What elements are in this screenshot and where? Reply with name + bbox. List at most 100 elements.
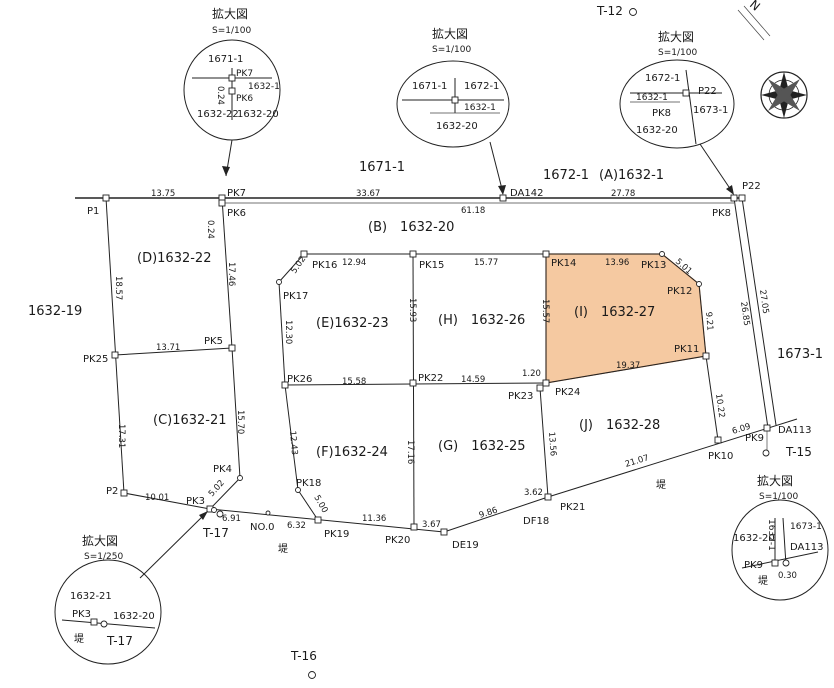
point-pk10: PK10 bbox=[708, 451, 733, 462]
dim-label: 14.59 bbox=[461, 375, 485, 385]
lot-c-label: (C)1632-21 bbox=[153, 413, 227, 428]
dim-label: 9.86 bbox=[478, 505, 499, 520]
lot-j-label: (J) 1632-28 bbox=[579, 418, 660, 433]
levee-label-south: 堤 bbox=[278, 543, 288, 555]
inset-pk8-lot-top: 1672-1 bbox=[645, 73, 680, 84]
point-markers bbox=[102, 194, 771, 536]
point-pk7: PK7 bbox=[227, 188, 246, 199]
dim-label: 5.00 bbox=[311, 494, 329, 515]
dim-label: 5.02 bbox=[289, 254, 308, 275]
point-pk6: PK6 bbox=[227, 208, 246, 219]
point-pk21: PK21 bbox=[560, 502, 585, 513]
lot-1672-1-label: 1672-1 bbox=[543, 168, 589, 183]
dim-label: 17.46 bbox=[226, 262, 236, 286]
point-pk12: PK12 bbox=[667, 286, 692, 297]
point-pk16: PK16 bbox=[312, 260, 337, 271]
inset-pk3-t17: T-17 bbox=[106, 634, 133, 648]
point-pk25: PK25 bbox=[83, 354, 108, 365]
dim-label: 27.78 bbox=[611, 189, 635, 199]
inset-pk7-pk7: PK7 bbox=[236, 69, 253, 79]
lot-1673-1-label: 1673-1 bbox=[777, 347, 823, 362]
dim-label: 6.32 bbox=[287, 521, 306, 531]
point-pk22: PK22 bbox=[418, 373, 443, 384]
point-pk8: PK8 bbox=[712, 208, 731, 219]
point-pk26: PK26 bbox=[287, 374, 312, 385]
point-pk3: PK3 bbox=[186, 496, 205, 507]
dim-label: 61.18 bbox=[461, 206, 485, 216]
lot-d-label: (D)1632-22 bbox=[137, 251, 211, 266]
point-pk17: PK17 bbox=[283, 291, 308, 302]
inset-pk9-scale: S=1/100 bbox=[759, 492, 798, 502]
dim-label: 10.22 bbox=[713, 393, 726, 418]
dim-label: 27.05 bbox=[757, 289, 770, 314]
lot-a-label: (A)1632-1 bbox=[599, 168, 664, 183]
inset-pk7-pk6: PK6 bbox=[236, 94, 253, 104]
dimension-labels: 13.75 33.67 61.18 27.78 0.24 18.57 17.46… bbox=[113, 189, 770, 531]
dim-label: 15.77 bbox=[474, 258, 498, 268]
dim-label: 5.02 bbox=[207, 478, 227, 499]
dim-label: 15.58 bbox=[342, 377, 366, 387]
point-da113: DA113 bbox=[778, 425, 811, 436]
lot-b-label: (B) 1632-20 bbox=[368, 220, 454, 235]
point-p1: P1 bbox=[87, 206, 99, 217]
inset-pk9-ref: 1632-1 bbox=[766, 519, 776, 551]
inset-pk9-levee: 堤 bbox=[758, 575, 768, 587]
lot-labels: (A)1632-1 (B) 1632-20 (C)1632-21 (D)1632… bbox=[28, 160, 823, 460]
inset-pk7-lot-right: 1632-20 bbox=[237, 109, 279, 120]
point-df18: DF18 bbox=[523, 516, 549, 527]
inset-da142-lot-bottom: 1632-20 bbox=[436, 121, 478, 132]
north-letter: N bbox=[747, 0, 763, 14]
lot-g-label: (G) 1632-25 bbox=[438, 439, 526, 454]
inset-pk9-lot-left: 1632-20 bbox=[733, 533, 775, 544]
dim-label: 9.21 bbox=[703, 311, 715, 331]
lot-e-label: (E)1632-23 bbox=[316, 316, 389, 331]
dim-label: 1.20 bbox=[522, 369, 541, 379]
inset-pk7-lot-left: 1632-22 bbox=[197, 109, 239, 120]
survey-mark-t12: T-12 bbox=[596, 4, 623, 18]
dim-label: 13.71 bbox=[156, 343, 180, 353]
inset-pk7-lot-top: 1671-1 bbox=[208, 54, 243, 65]
inset-da142-lot-right: 1672-1 bbox=[464, 81, 499, 92]
dim-label: 15.93 bbox=[407, 298, 417, 322]
north-arrow-icon: N bbox=[737, 0, 808, 119]
lot-f-label: (F)1632-24 bbox=[316, 445, 388, 460]
inset-pk8-scale: S=1/100 bbox=[658, 48, 697, 58]
dim-label: 13.75 bbox=[151, 189, 175, 199]
inset-pk3-levee: 堤 bbox=[74, 633, 84, 645]
levee-label-east: 堤 bbox=[656, 479, 666, 491]
inset-pk8-ref: 1632-1 bbox=[636, 93, 668, 103]
point-pk19: PK19 bbox=[324, 529, 349, 540]
inset-pk3-title: 拡大図 bbox=[82, 534, 118, 548]
inset-pk8: 拡大図 S=1/100 1672-1 P22 1632-1 PK8 1673-1… bbox=[619, 30, 735, 195]
dim-label: 33.67 bbox=[356, 189, 380, 199]
point-p22: P22 bbox=[742, 181, 761, 192]
dim-label: 19.37 bbox=[616, 361, 640, 371]
dim-label: 12.43 bbox=[287, 430, 299, 455]
point-pk14: PK14 bbox=[551, 258, 576, 269]
inset-pk7: 拡大図 S=1/100 1671-1 PK7 1632-1 PK6 0.24 1… bbox=[183, 7, 281, 177]
inset-pk8-title: 拡大図 bbox=[658, 30, 694, 44]
dim-label: 0.24 bbox=[205, 220, 215, 239]
inset-pk7-dim: 0.24 bbox=[215, 86, 225, 105]
inset-pk3-scale: S=1/250 bbox=[84, 552, 123, 562]
point-pk23: PK23 bbox=[508, 391, 533, 402]
dim-label: 21.07 bbox=[624, 453, 650, 470]
inset-pk3-pk3: PK3 bbox=[72, 609, 91, 620]
dim-label: 17.16 bbox=[405, 440, 415, 464]
dim-label: 12.94 bbox=[342, 258, 366, 268]
inset-pk9: 拡大図 S=1/100 1632-1 1673-1 1632-20 DA113 … bbox=[731, 474, 829, 601]
point-pk5: PK5 bbox=[204, 336, 223, 347]
inset-pk7-ref: 1632-1 bbox=[248, 82, 280, 92]
inset-da142-ref: 1632-1 bbox=[464, 103, 496, 113]
point-labels: P1 PK7 PK6 DA142 PK8 P22 PK16 PK15 PK14 … bbox=[83, 181, 811, 551]
dim-label: 26.85 bbox=[738, 301, 751, 326]
inset-pk9-lot-right: 1673-1 bbox=[790, 522, 822, 532]
lot-h-label: (H) 1632-26 bbox=[438, 313, 525, 328]
inset-pk9-da113: DA113 bbox=[790, 542, 823, 553]
dim-label: 15.70 bbox=[235, 410, 245, 434]
point-pk11: PK11 bbox=[674, 344, 699, 355]
inset-pk3-lot-top: 1632-21 bbox=[70, 591, 112, 602]
point-da142: DA142 bbox=[510, 188, 543, 199]
inset-pk8-pk8: PK8 bbox=[652, 108, 671, 119]
